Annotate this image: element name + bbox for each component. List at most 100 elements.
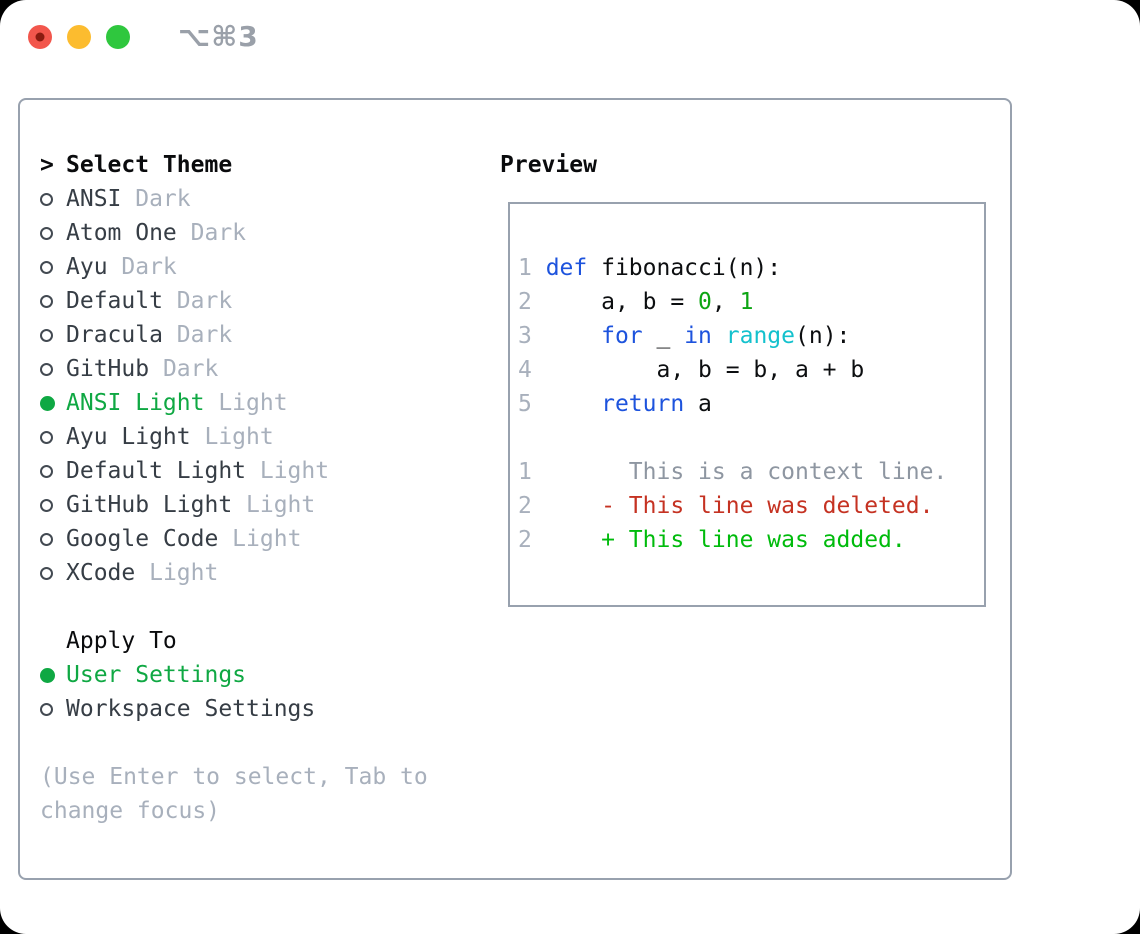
- theme-variant-tag: Dark: [176, 220, 247, 246]
- code-segment-deleted: - This line was deleted.: [545, 493, 934, 519]
- theme-name: Ayu Light: [66, 424, 191, 450]
- apply-option-label: Workspace Settings: [66, 696, 316, 722]
- code-segment-builtin: range: [725, 323, 795, 349]
- code-line: 4 a, b = b, a + b: [518, 353, 984, 387]
- theme-variant-tag: Dark: [149, 356, 219, 382]
- theme-option-default-light[interactable]: Default Light Light: [40, 454, 500, 488]
- spacer: [40, 726, 500, 760]
- code-segment-plain: a, b =: [545, 289, 699, 315]
- spacer: [40, 590, 500, 624]
- titlebar: ⌥⌘3: [28, 20, 259, 53]
- apply-to-title: Apply To: [66, 628, 177, 654]
- theme-name: ANSI: [66, 186, 122, 212]
- window-title: ⌥⌘3: [178, 20, 259, 53]
- help-text: (Use Enter to select, Tab to change focu…: [40, 764, 428, 824]
- theme-option-github-light[interactable]: GitHub Light Light: [40, 488, 500, 522]
- theme-option-default[interactable]: Default Dark: [40, 284, 500, 318]
- line-number: 5: [518, 391, 546, 417]
- line-number: 1: [518, 459, 546, 485]
- radio-icon: [40, 362, 66, 376]
- preview-title: Preview: [500, 152, 597, 178]
- theme-name: Default Light: [66, 458, 247, 484]
- apply-option-label: User Settings: [66, 662, 247, 688]
- code-segment-plain: [546, 323, 601, 349]
- preview-header: Preview: [500, 148, 1010, 182]
- radio-icon: [40, 498, 66, 512]
- line-number: 3: [518, 323, 546, 349]
- theme-variant-tag: Light: [246, 458, 330, 484]
- theme-variant-tag: Dark: [162, 322, 233, 348]
- radio-icon: [40, 294, 66, 308]
- zoom-button-icon[interactable]: [106, 25, 130, 49]
- diff-line: 1 This is a context line.: [518, 455, 984, 489]
- spacer: [518, 421, 984, 455]
- code-segment-plain: fibonacci(n):: [587, 255, 782, 281]
- radio-icon: [40, 260, 66, 274]
- code-segment-plain: a: [684, 391, 712, 417]
- code-segment-context: This is a context line.: [545, 459, 948, 485]
- code-segment-keyword: return: [601, 391, 685, 417]
- radio-icon: [40, 430, 66, 444]
- theme-variant-tag: Dark: [121, 186, 191, 212]
- radio-icon: [40, 328, 66, 342]
- close-button-icon[interactable]: [28, 25, 52, 49]
- apply-option-user-settings[interactable]: User Settings: [40, 658, 500, 692]
- theme-option-ansi-light[interactable]: ANSI Light Light: [40, 386, 500, 420]
- code-line: 5 return a: [518, 387, 984, 421]
- preview-column: Preview 1 def fibonacci(n):2 a, b = 0, 1…: [500, 100, 1010, 878]
- theme-option-xcode[interactable]: XCode Light: [40, 556, 500, 590]
- line-number: 2: [518, 493, 546, 519]
- prompt-icon: >: [40, 152, 54, 178]
- theme-option-ayu[interactable]: Ayu Dark: [40, 250, 500, 284]
- diff-line: 2 - This line was deleted.: [518, 489, 984, 523]
- theme-option-ansi[interactable]: ANSI Dark: [40, 182, 500, 216]
- theme-name: Atom One: [66, 220, 177, 246]
- minimize-button-icon[interactable]: [67, 25, 91, 49]
- radio-icon: [40, 702, 66, 716]
- code-segment-keyword: def: [545, 255, 588, 281]
- radio-selected-icon: [40, 395, 66, 411]
- code-segment-plain: [546, 391, 601, 417]
- theme-option-github[interactable]: GitHub Dark: [40, 352, 500, 386]
- code-line: 1 def fibonacci(n):: [518, 251, 984, 285]
- theme-option-google-code[interactable]: Google Code Light: [40, 522, 500, 556]
- theme-variant-tag: Light: [204, 390, 288, 416]
- theme-variant-tag: Dark: [162, 288, 233, 314]
- radio-icon: [40, 566, 66, 580]
- theme-name: Default: [66, 288, 163, 314]
- radio-icon: [40, 226, 66, 240]
- code-segment-number: 1: [739, 289, 754, 315]
- theme-option-dracula[interactable]: Dracula Dark: [40, 318, 500, 352]
- theme-name: Dracula: [66, 322, 163, 348]
- code-segment-plain: [712, 323, 726, 349]
- theme-option-atom-one[interactable]: Atom One Dark: [40, 216, 500, 250]
- diff-block: 1 This is a context line.2 - This line w…: [518, 455, 984, 557]
- code-segment-plain: (n):: [795, 323, 851, 349]
- code-segment-plain: a, b = b, a + b: [545, 357, 865, 383]
- apply-option-workspace-settings[interactable]: Workspace Settings: [40, 692, 500, 726]
- theme-variant-tag: Light: [232, 492, 316, 518]
- apply-to-header: Apply To: [40, 624, 500, 658]
- code-segment-keyword: for: [601, 323, 643, 349]
- code-line: 2 a, b = 0, 1: [518, 285, 984, 319]
- theme-variant-tag: Dark: [107, 254, 177, 280]
- theme-variant-tag: Light: [135, 560, 219, 586]
- radio-icon: [40, 192, 66, 206]
- theme-name: Google Code: [66, 526, 219, 552]
- theme-name: Ayu: [66, 254, 108, 280]
- radio-icon: [40, 464, 66, 478]
- close-dot-icon: [35, 32, 45, 42]
- code-segment-number: 0: [698, 289, 712, 315]
- theme-option-ayu-light[interactable]: Ayu Light Light: [40, 420, 500, 454]
- line-number: 2: [518, 527, 546, 553]
- theme-name: ANSI Light: [66, 390, 205, 416]
- select-theme-title: Select Theme: [66, 152, 233, 178]
- select-theme-header: > Select Theme: [40, 148, 500, 182]
- radio-selected-icon: [40, 667, 66, 683]
